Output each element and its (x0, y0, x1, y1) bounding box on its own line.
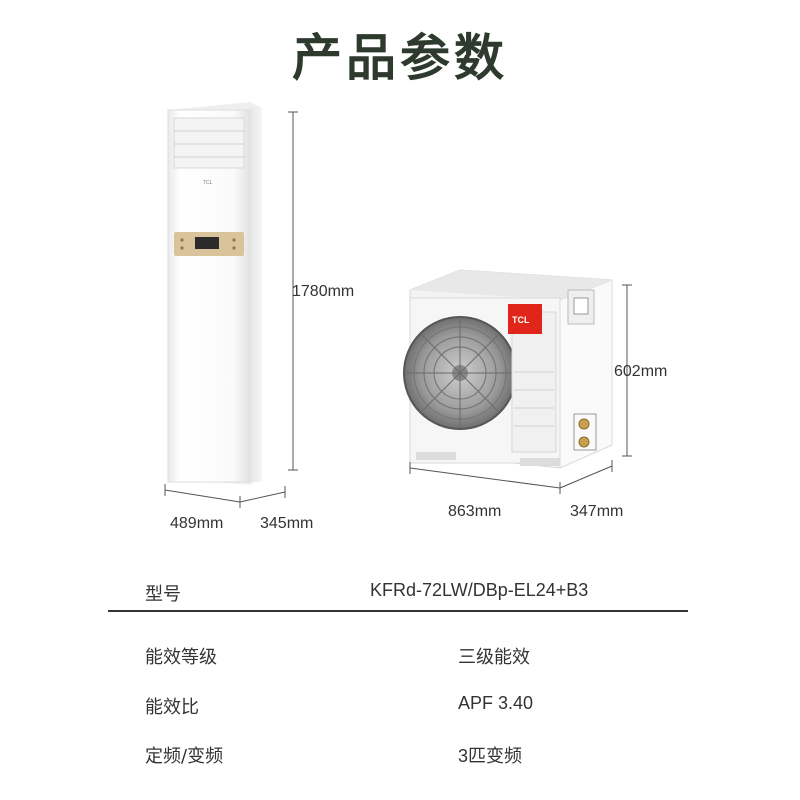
spec-label: 型号 (145, 584, 181, 605)
indoor-height-label: 1780mm (292, 283, 355, 300)
indoor-unit: TCL (167, 102, 262, 485)
outdoor-depth-label: 347mm (570, 503, 624, 520)
spec-label: 定频/变频 (145, 746, 224, 767)
spec-value: KFRd-72LW/DBp-EL24+B3 (370, 580, 589, 600)
spec-label: 能效等级 (145, 647, 217, 668)
spec-label: 能效比 (145, 697, 199, 718)
svg-text:TCL: TCL (512, 315, 530, 325)
outdoor-width-label: 863mm (448, 503, 502, 520)
svg-text:TCL: TCL (203, 180, 213, 186)
page-title: 产品参数 (292, 29, 508, 87)
indoor-width-label: 489mm (170, 515, 224, 532)
outdoor-unit: TCL (403, 269, 613, 469)
indoor-dimension-lines (164, 111, 298, 508)
spec-value: 三级能效 (458, 647, 530, 667)
spec-value: 3匹变频 (458, 746, 523, 766)
spec-value: APF 3.40 (458, 693, 534, 713)
outdoor-height-label: 602mm (614, 363, 668, 380)
spec-divider (108, 610, 688, 612)
indoor-depth-label: 345mm (260, 515, 314, 532)
outdoor-dimension-lines (409, 284, 632, 494)
